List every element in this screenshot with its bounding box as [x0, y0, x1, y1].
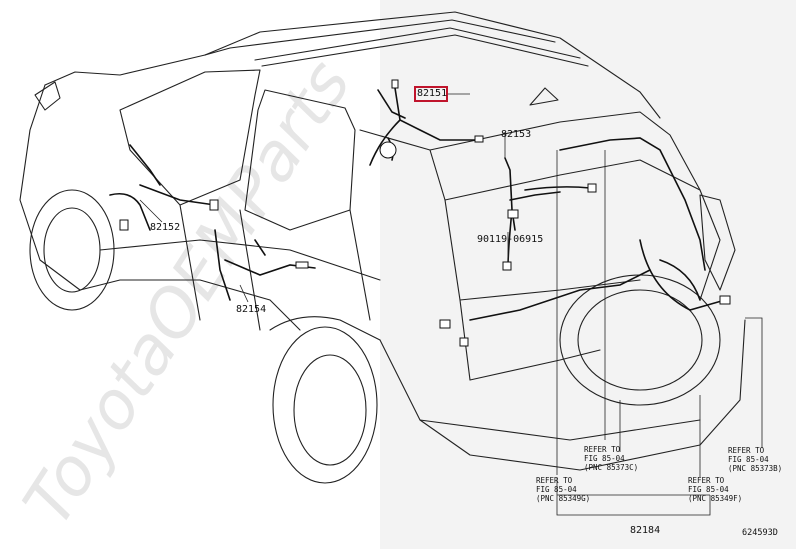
refer-note-85373c[interactable]: REFER TO FIG 85-04 (PNC 85373C) [584, 445, 638, 472]
part-label-82152[interactable]: 82152 [150, 222, 180, 233]
diagram-right-panel [380, 0, 796, 549]
diagram-left-panel [0, 0, 380, 549]
svg-text:(PNC 85349G): (PNC 85349G) [536, 494, 590, 503]
refer-note-85349g[interactable]: REFER TO FIG 85-04 (PNC 85349G) [536, 476, 590, 503]
svg-text:REFER TO: REFER TO [688, 476, 725, 485]
svg-text:REFER TO: REFER TO [728, 446, 765, 455]
connectors [119, 79, 731, 347]
svg-text:FIG 85-04: FIG 85-04 [688, 485, 729, 494]
part-label-82154[interactable]: 82154 [236, 304, 266, 315]
svg-text:REFER TO: REFER TO [536, 476, 573, 485]
highlighted-part-box[interactable] [414, 86, 448, 102]
svg-text:FIG 85-04: FIG 85-04 [584, 454, 625, 463]
refer-note-85373b[interactable]: REFER TO FIG 85-04 (PNC 85373B) [728, 446, 782, 473]
svg-text:(PNC 85349F): (PNC 85349F) [688, 494, 742, 503]
svg-text:FIG 85-04: FIG 85-04 [728, 455, 769, 464]
watermark: ToyotaOEMParts [9, 47, 366, 539]
svg-text:REFER TO: REFER TO [584, 445, 621, 454]
svg-text:(PNC 85373B): (PNC 85373B) [728, 464, 782, 473]
svg-text:FIG 85-04: FIG 85-04 [536, 485, 577, 494]
refer-note-85349f[interactable]: REFER TO FIG 85-04 (PNC 85349F) [688, 476, 742, 503]
vehicle-outline [19, 11, 746, 484]
part-label-82151[interactable]: 82151 [417, 88, 448, 99]
part-label-90119-06915[interactable]: 90119-06915 [477, 234, 543, 245]
figure-id: 624593D [742, 528, 778, 538]
part-label-82184[interactable]: 82184 [630, 525, 660, 536]
svg-text:(PNC 85373C): (PNC 85373C) [584, 463, 638, 472]
part-label-82153[interactable]: 82153 [501, 129, 531, 140]
leader-lines [139, 93, 763, 516]
